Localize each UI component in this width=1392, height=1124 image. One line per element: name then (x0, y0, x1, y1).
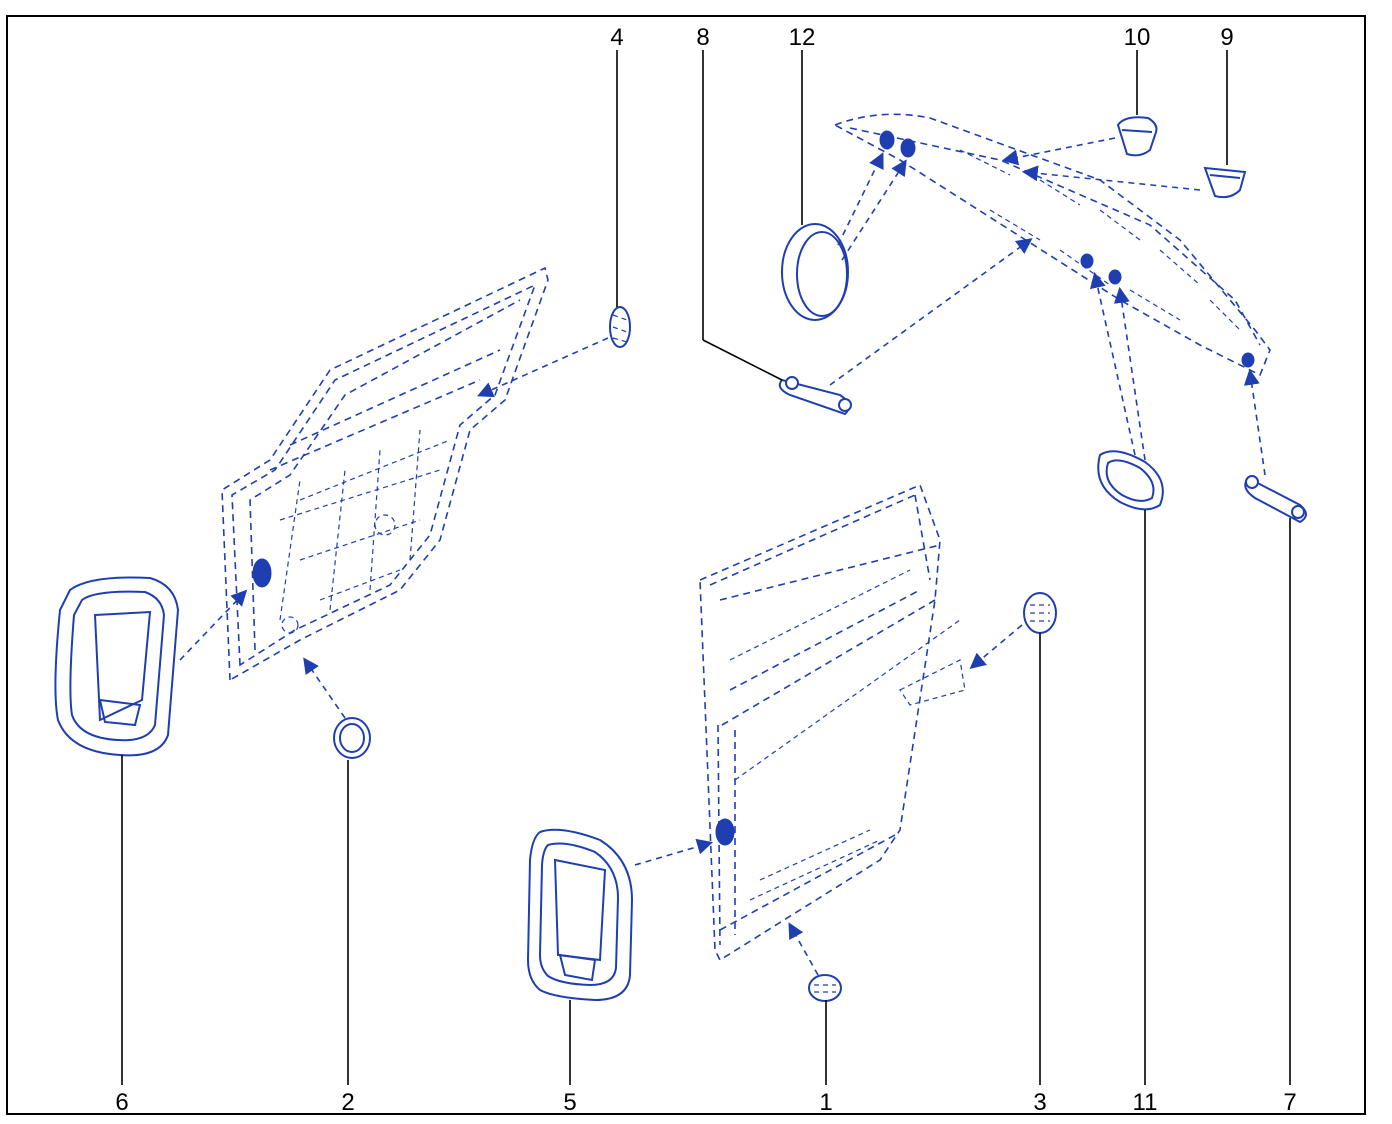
callout-3: 3 (1033, 1089, 1046, 1116)
part-9-clip (1203, 166, 1247, 199)
part-5-seal-frame (526, 828, 634, 1002)
part-11-oval-grommet (1097, 450, 1164, 511)
part-12-plug (781, 223, 849, 321)
callout-12: 12 (789, 24, 816, 51)
door-shell (699, 483, 966, 962)
callout-6: 6 (115, 1089, 128, 1116)
part-8-plate (778, 376, 852, 416)
callout-11: 11 (1133, 1089, 1158, 1116)
part-4-clip (609, 306, 631, 348)
door-sill-strip (833, 113, 1271, 377)
part-7-plate (1244, 475, 1307, 524)
callout-7: 7 (1283, 1089, 1296, 1116)
part-1-clip (808, 974, 842, 1002)
left-door-inner-panel (221, 266, 549, 682)
callout-9: 9 (1220, 24, 1233, 51)
callout-8: 8 (696, 24, 709, 51)
callout-labels: 1 2 3 4 5 6 7 8 9 10 11 12 (115, 24, 1296, 1116)
leader-lines (121, 50, 1291, 1085)
callout-4: 4 (610, 24, 623, 51)
part-2-grommet (333, 717, 371, 759)
part-6-seal-frame (54, 576, 180, 757)
part-10-clip (1116, 116, 1158, 157)
diagram-frame (6, 15, 1366, 1115)
callout-2: 2 (341, 1089, 354, 1116)
callout-1: 1 (819, 1089, 832, 1116)
callout-5: 5 (563, 1089, 576, 1116)
callout-10: 10 (1124, 24, 1151, 51)
part-3-cap (1023, 592, 1057, 634)
